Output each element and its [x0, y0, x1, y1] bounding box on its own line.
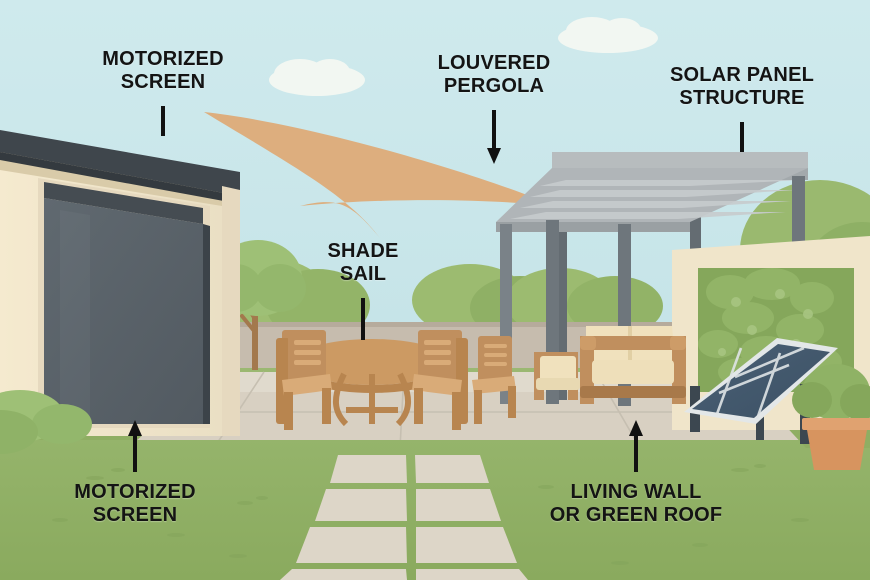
label-solar-panel-structure: SOLAR PANEL STRUCTURE [669, 64, 815, 109]
bushes-left [0, 390, 92, 454]
boundary-fence-top [218, 322, 870, 327]
solar-panel-cell-grid [715, 346, 805, 420]
chair-front-right [412, 332, 468, 430]
walkway-pavers [280, 455, 528, 580]
potted-plant [792, 364, 870, 470]
house [0, 130, 240, 436]
chair-front-left [276, 332, 332, 430]
dining-table-edge [294, 362, 450, 393]
arrowhead-living-wall [629, 420, 643, 436]
label-shade-sail: SHADE SAIL [327, 240, 399, 285]
motorized-screen-rail [203, 224, 210, 424]
pergola-louvers [510, 180, 800, 219]
label-living-wall-green-roof: LIVING WALL OR GREEN ROOF [549, 481, 723, 526]
arrowhead-motorized-screen-bottom [128, 420, 142, 436]
dining-table-base [333, 372, 411, 427]
label-motorized-screen-top: MOTORIZED SCREEN [102, 48, 224, 93]
dining-table-top [294, 339, 450, 385]
terracotta-pot-rim [802, 418, 870, 430]
arrowhead-louvered-pergola [487, 148, 501, 164]
house-roof-edge [0, 130, 240, 196]
label-pointers [128, 106, 744, 472]
sofa-arm-right [670, 336, 686, 350]
house-roof-underside [0, 152, 240, 204]
shade-sail [204, 112, 560, 238]
motorized-screen-mesh [44, 198, 203, 424]
cloud-right [558, 17, 658, 53]
pergola-roof-plane-edge [496, 222, 690, 232]
label-motorized-screen-bottom: MOTORIZED SCREEN [74, 481, 196, 526]
dining-set [276, 330, 468, 430]
label-louvered-pergola: LOUVERED PERGOLA [437, 52, 551, 97]
motorized-screen-sheen [60, 210, 90, 420]
house-side-return [222, 186, 240, 436]
lounge-set [534, 326, 686, 404]
pergola-post-rear-left [556, 200, 567, 400]
chair-extra [472, 336, 516, 424]
pergola-roof-top [552, 152, 808, 168]
armchair-seat [536, 378, 580, 390]
grass-texture [52, 464, 809, 565]
motorized-screen-housing [44, 182, 203, 224]
terracotta-pot [806, 424, 868, 470]
sofa-seat-cushion [592, 360, 674, 384]
sofa-arm-left [580, 336, 596, 350]
sofa-base-rail [580, 386, 686, 398]
solar-panel-glass [692, 344, 830, 418]
armchair-cushion [540, 356, 576, 382]
cloud-left [269, 59, 365, 96]
